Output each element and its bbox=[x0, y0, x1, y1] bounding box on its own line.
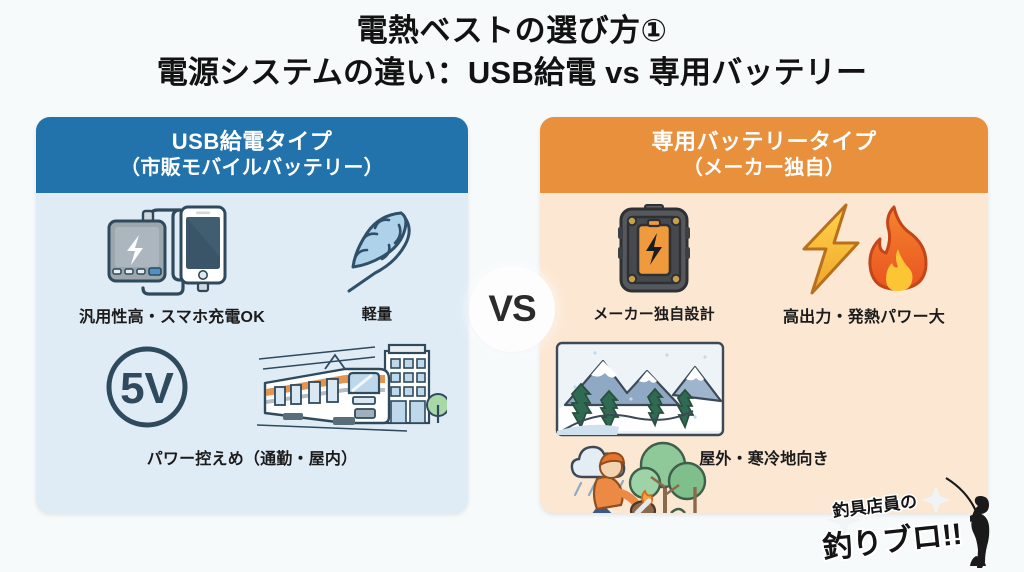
five-volt-badge-icon: 5V bbox=[99, 341, 195, 437]
title-line-2: 電源システムの違い：USB給電 vs 専用バッテリー bbox=[156, 54, 868, 90]
powerbank-phone-charging-icon bbox=[97, 201, 247, 297]
fisherman-silhouette-icon bbox=[970, 496, 990, 568]
panel-right-feature-row-top: メーカー独自設計 bbox=[540, 201, 988, 327]
vs-badge-label: VS bbox=[488, 288, 536, 329]
title-line-1: 電熱ベストの選び方① bbox=[356, 13, 668, 48]
svg-text:5V: 5V bbox=[120, 364, 174, 413]
rugged-battery-pack-icon bbox=[611, 201, 697, 297]
feature-proprietary-design: メーカー独自設計 bbox=[554, 201, 754, 327]
panel-left-body: 汎用性高・スマホ充電OK 軽量 bbox=[36, 193, 468, 513]
panel-right-bottom-label: 屋外・寒冷地向き bbox=[699, 451, 829, 468]
panel-right-header-sub: （メーカー独自） bbox=[682, 157, 846, 180]
panel-left-header-main: USB給電タイプ bbox=[171, 128, 333, 154]
feature-lightweight-label: 軽量 bbox=[361, 306, 393, 323]
feature-high-output-heat: 高出力・発熱パワー大 bbox=[754, 201, 974, 327]
feature-five-volt: 5V bbox=[47, 341, 247, 437]
panel-left-feature-row-top: 汎用性高・スマホ充電OK 軽量 bbox=[36, 201, 468, 327]
feature-high-output-heat-label: 高出力・発熱パワー大 bbox=[782, 309, 945, 326]
feature-outdoor-campfire bbox=[540, 437, 720, 513]
panel-left-header: USB給電タイプ （市販モバイルバッテリー） bbox=[36, 117, 468, 193]
lightning-flame-icon bbox=[788, 201, 940, 297]
panel-right-header: 専用バッテリータイプ （メーカー独自） bbox=[540, 117, 988, 193]
feature-lightweight: 軽量 bbox=[297, 201, 457, 327]
panel-right-header-main: 専用バッテリータイプ bbox=[651, 128, 877, 154]
panel-dedicated-battery-type: 専用バッテリータイプ （メーカー独自） bbox=[540, 117, 988, 513]
campfire-outdoor-icon bbox=[545, 437, 715, 513]
feature-usb-versatility: 汎用性高・スマホ充電OK bbox=[47, 201, 297, 327]
feature-commuter-indoor bbox=[247, 341, 457, 437]
page-title: 電熱ベストの選び方① 電源システムの違い：USB給電 vs 専用バッテリー bbox=[0, 12, 1024, 93]
panel-right-body: メーカー独自設計 bbox=[540, 193, 988, 513]
feature-snow-mountain bbox=[540, 341, 740, 437]
panel-usb-power-type: USB給電タイプ （市販モバイルバッテリー） bbox=[36, 117, 468, 513]
feature-proprietary-design-label: メーカー独自設計 bbox=[593, 306, 715, 323]
panel-left-bottom-label: パワー控えめ（通勤・屋内） bbox=[146, 451, 358, 468]
watermark-logo: 釣具店員の 釣りブロ!! bbox=[819, 472, 1006, 568]
feather-icon bbox=[331, 201, 423, 297]
panel-right-feature-row-bottom: 屋外・寒冷地向き bbox=[540, 341, 988, 513]
feature-usb-versatility-label: 汎用性高・スマホ充電OK bbox=[79, 309, 265, 326]
panel-left-feature-row-bottom: 5V bbox=[36, 341, 468, 468]
snowy-mountain-icon bbox=[555, 341, 725, 437]
vs-badge: VS bbox=[469, 266, 555, 352]
panel-left-header-sub: （市販モバイルバッテリー） bbox=[120, 157, 384, 180]
commuter-train-building-icon bbox=[257, 341, 447, 437]
